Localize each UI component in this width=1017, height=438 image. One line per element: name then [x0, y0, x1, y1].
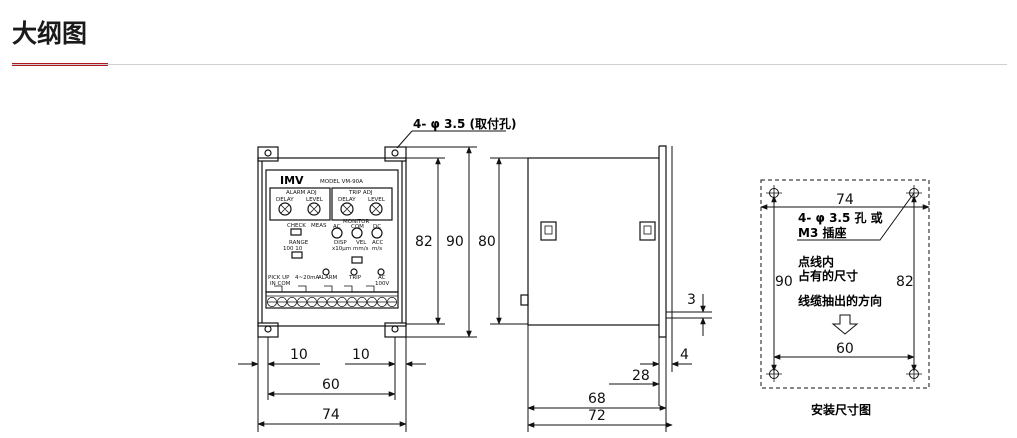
disp-switch: [351, 256, 363, 264]
dim-3: 3: [687, 292, 696, 308]
mount-view: [760, 179, 930, 389]
monitor-label: MONITOR: [343, 219, 369, 225]
front-hole-bl: [264, 325, 272, 333]
front-hole-br: [391, 325, 399, 333]
alarm-level-knob: [307, 202, 321, 216]
dim-72: 72: [588, 408, 606, 424]
monitor-ac-label: AC: [333, 224, 341, 230]
side-body-outline: [527, 157, 660, 326]
monitor-ac-jack: [331, 227, 343, 239]
in-com-label: IN COM: [270, 281, 291, 287]
alarm-delay-knob: [278, 202, 292, 216]
title-divider: [12, 64, 1007, 65]
pickup-label: PICK UP: [268, 275, 290, 281]
dim-80: 80: [478, 234, 496, 250]
side-flange: [658, 145, 667, 338]
alarm-adj-label: ALARM ADJ: [286, 190, 317, 196]
monitor-com-jack: [351, 227, 363, 239]
mount-dim-90: 90: [775, 274, 793, 290]
disp-unit: x10μm: [332, 246, 351, 252]
trip-delay-label: DELAY: [338, 197, 356, 203]
dim-74: 74: [322, 407, 340, 423]
brand-label: IMV: [280, 174, 304, 187]
check-meas-switch: [290, 228, 302, 236]
front-body-outline: [257, 157, 407, 327]
ac-led: [377, 268, 385, 276]
dim-4: 4: [680, 347, 689, 363]
front-view: [257, 146, 407, 338]
alarm-label: ALARM: [318, 275, 338, 281]
current-label: 4~20mA: [295, 275, 319, 281]
front-hole-tl: [264, 149, 272, 157]
meas-label: MEAS: [311, 223, 327, 229]
trip-label: TRIP: [348, 275, 362, 281]
dim-10-right: 10: [352, 347, 370, 363]
mount-hole-line1: 4- φ 3.5 孔 或: [798, 210, 883, 225]
front-hole-callout: 4- φ 3.5 (取付孔): [413, 116, 516, 131]
trip-led: [350, 268, 358, 276]
check-label: CHECK: [287, 223, 306, 229]
mount-dim-60: 60: [836, 341, 854, 357]
trip-level-knob: [369, 202, 383, 216]
side-view: [520, 145, 673, 338]
alarm-level-label: LEVEL: [306, 197, 324, 203]
model-label: MODEL VM-90A: [320, 179, 363, 185]
mount-dim-74: 74: [836, 192, 854, 208]
mount-occupied-area: [760, 179, 930, 389]
disp-label: DISP: [334, 240, 347, 246]
trip-adj-box: [331, 187, 393, 221]
trip-adj-label: TRIP ADJ: [348, 190, 373, 196]
range-values: 100 10: [283, 246, 303, 252]
vel-label: VEL: [356, 240, 367, 246]
trip-level-label: LEVEL: [368, 197, 386, 203]
monitor-dc-label: DC: [373, 224, 381, 230]
trip-delay-knob: [340, 202, 354, 216]
range-switch: [291, 251, 303, 259]
front-tab-tl: [257, 146, 279, 162]
ac-label: AC: [378, 275, 386, 281]
mount-hole-line2: M3 插座: [798, 225, 846, 240]
mount-note-3: 线缆抽出的方向: [798, 293, 882, 308]
dim-28: 28: [632, 368, 650, 384]
front-tab-br: [384, 322, 407, 338]
cable-direction-arrow: [831, 314, 859, 335]
front-hole-tr: [391, 149, 399, 157]
alarm-led: [322, 268, 330, 276]
dim-60: 60: [322, 377, 340, 393]
side-latch-left: [540, 221, 557, 241]
front-tab-tr: [384, 146, 407, 162]
mount-note-2: 占有的尺寸: [798, 268, 858, 283]
mount-dim-82: 82: [896, 274, 914, 290]
acc-label: ACC: [372, 240, 384, 246]
side-latch-right: [639, 221, 656, 241]
alarm-delay-label: DELAY: [276, 197, 294, 203]
side-connector: [520, 294, 529, 306]
monitor-com-label: COM: [351, 224, 364, 230]
acc-unit: m/s: [372, 246, 382, 252]
mount-note-1: 点线内: [798, 254, 834, 269]
ac-volt-label: 100V: [375, 281, 389, 287]
terminal-screws: [266, 296, 397, 307]
vel-unit: mm/s: [353, 246, 369, 252]
dim-82: 82: [415, 234, 433, 250]
mount-caption: 安装尺寸图: [811, 402, 871, 417]
range-label: RANGE: [289, 240, 309, 246]
dim-68: 68: [588, 391, 606, 407]
page-title: 大纲图: [12, 19, 88, 48]
front-tab-bl: [257, 322, 279, 338]
dim-10-left: 10: [290, 347, 308, 363]
monitor-dc-jack: [371, 227, 383, 239]
alarm-adj-box: [269, 187, 331, 221]
dim-90: 90: [446, 234, 464, 250]
